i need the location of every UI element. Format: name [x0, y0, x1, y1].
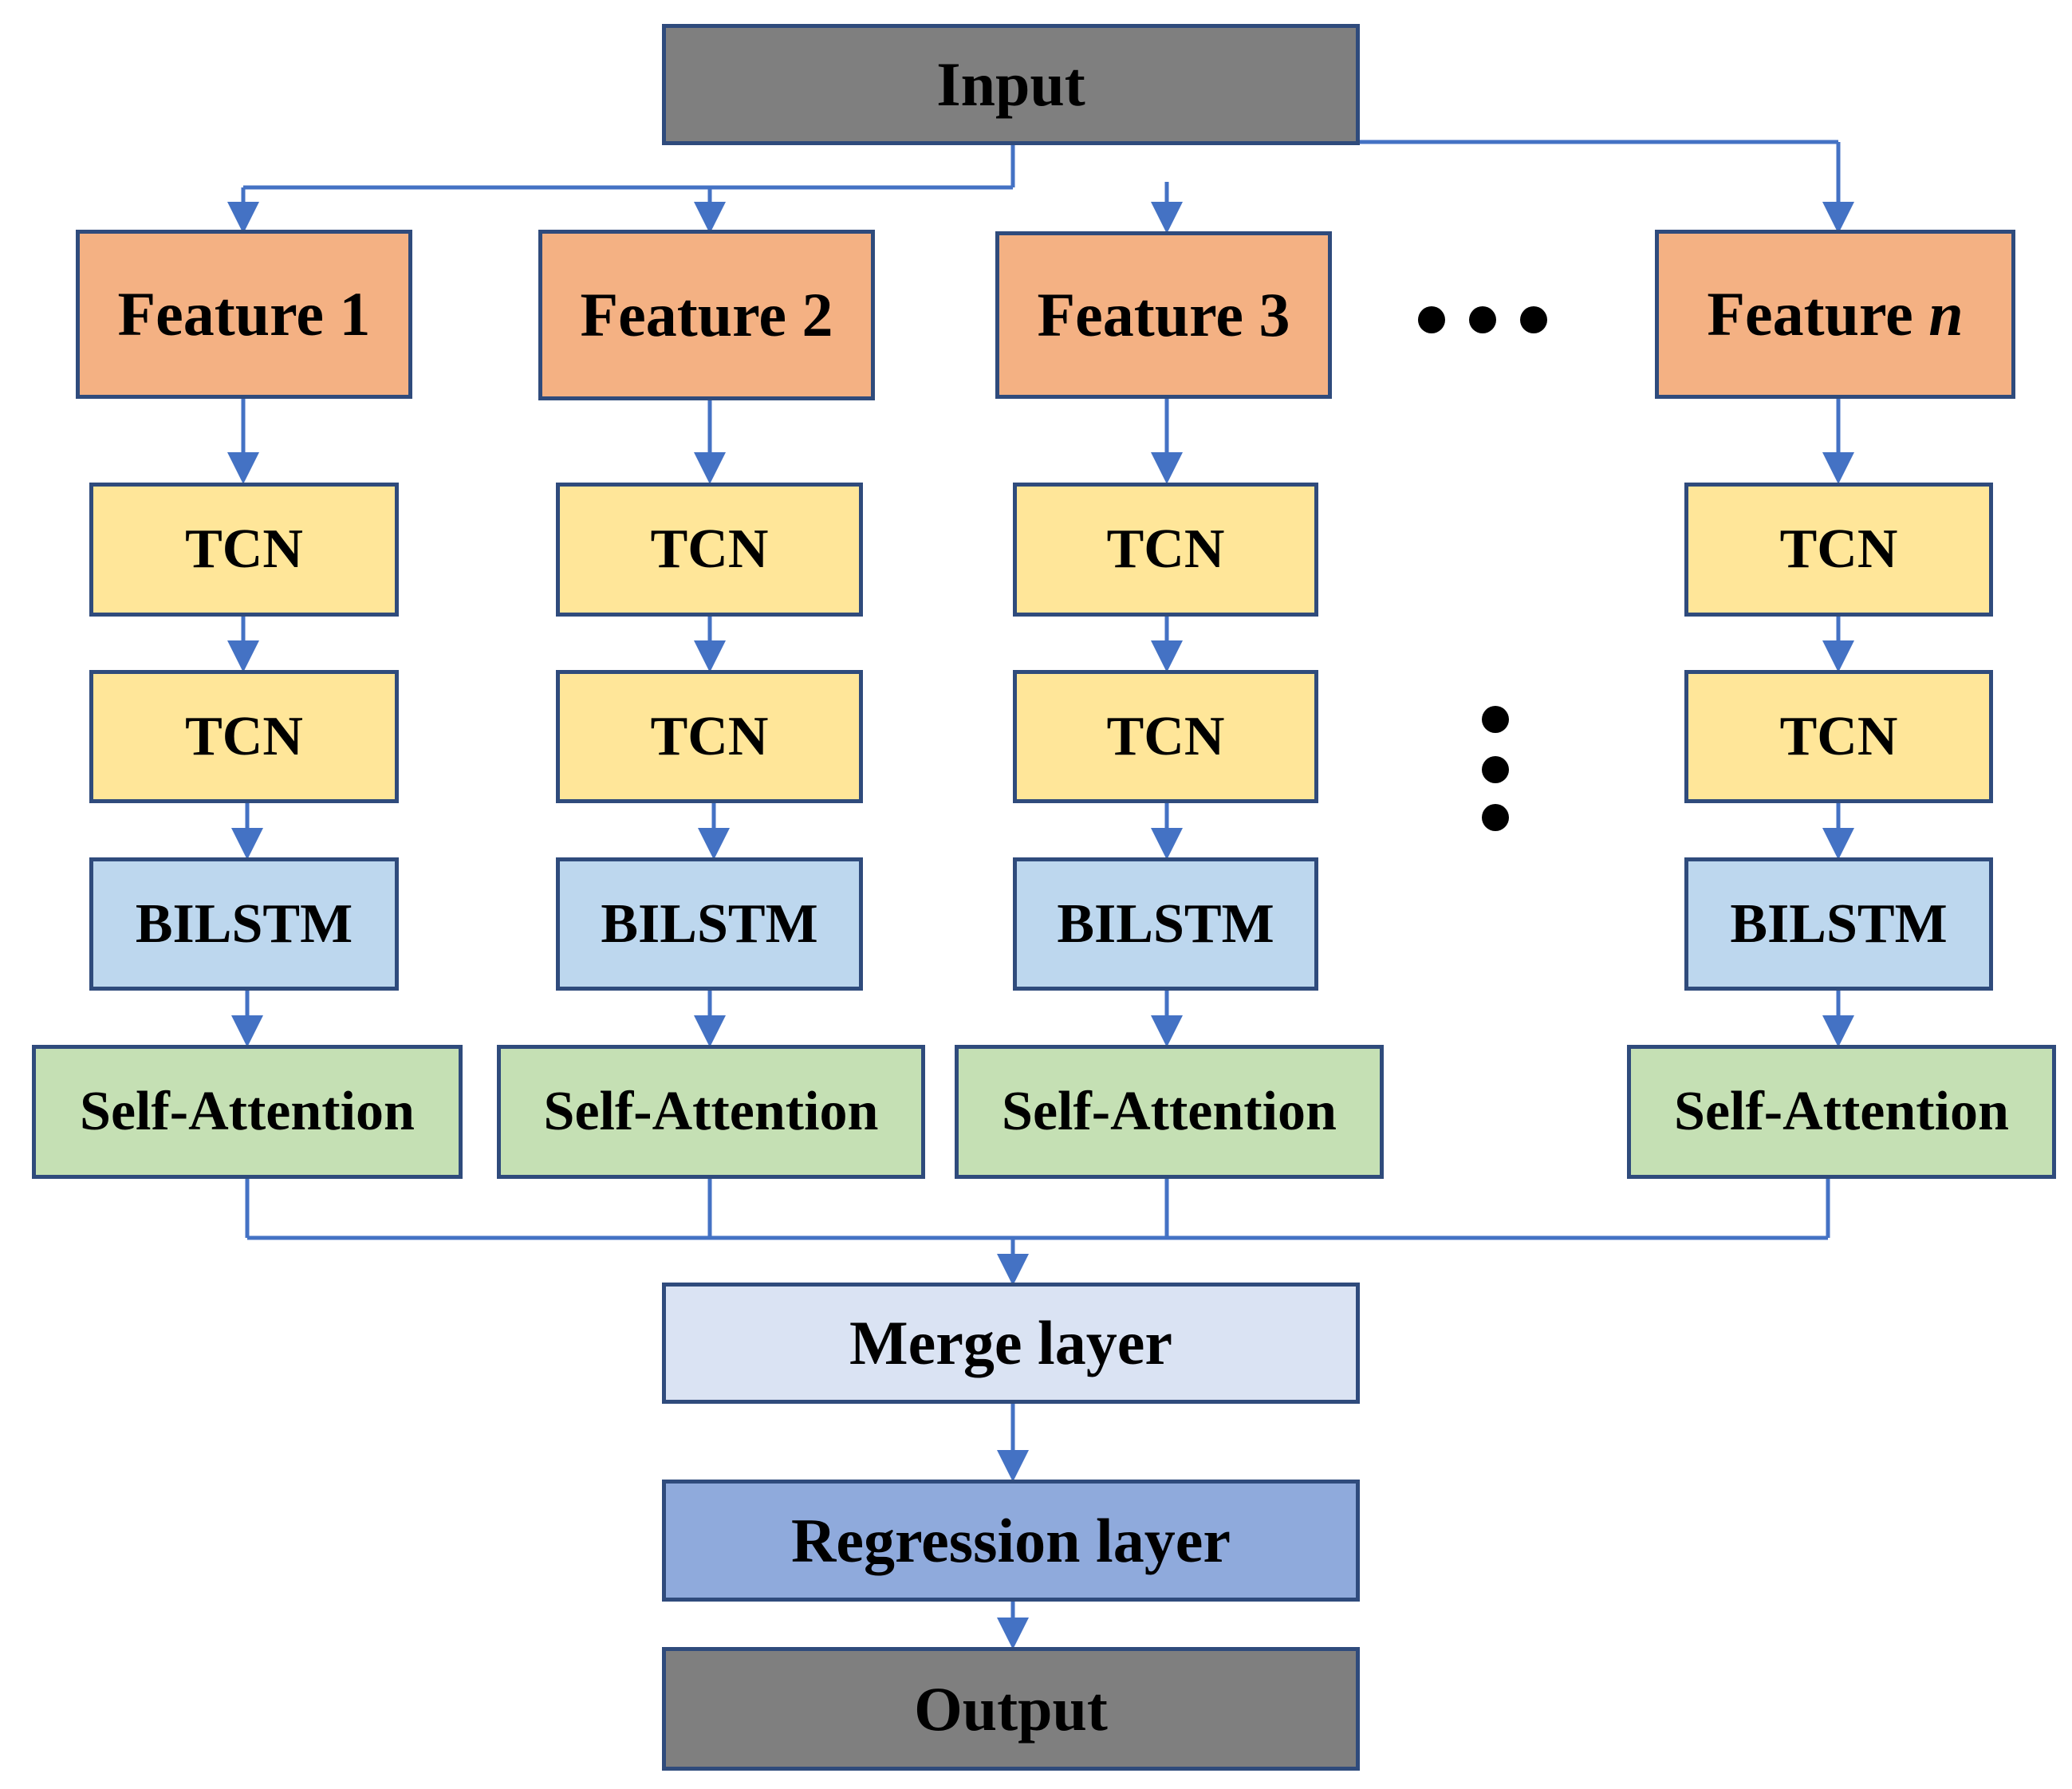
tcn-label: TCN [185, 705, 303, 767]
output-box: Output [662, 1647, 1360, 1771]
merge-layer-box: Merge layer [662, 1283, 1360, 1404]
self-attention-label: Self-Attention [543, 1081, 879, 1142]
self-attention-2-box: Self-Attention [497, 1045, 925, 1179]
feature-2-label: Feature 2 [580, 280, 833, 349]
tcn-label: TCN [1106, 705, 1225, 767]
bilstm-1-box: BILSTM [89, 857, 399, 991]
tcn-label: TCN [1106, 518, 1225, 580]
tcn-label: TCN [1779, 518, 1898, 580]
self-attention-label: Self-Attention [1002, 1081, 1337, 1142]
bilstm-label: BILSTM [1057, 893, 1274, 955]
tcn-na-box: TCN [1684, 483, 1993, 617]
self-attention-label: Self-Attention [80, 1081, 415, 1142]
merge-layer-label: Merge layer [849, 1308, 1172, 1377]
bilstm-label: BILSTM [601, 893, 818, 955]
feature-n-label: Feature n [1707, 279, 1964, 349]
self-attention-label: Self-Attention [1674, 1081, 2009, 1142]
ellipsis-vertical-dot-1 [1482, 706, 1509, 733]
bilstm-label: BILSTM [1730, 893, 1948, 955]
bilstm-label: BILSTM [135, 893, 353, 955]
tcn-3a-box: TCN [1013, 483, 1318, 617]
regression-layer-box: Regression layer [662, 1480, 1360, 1602]
self-attention-n-box: Self-Attention [1627, 1045, 2056, 1179]
input-box: Input [662, 24, 1360, 145]
self-attention-3-box: Self-Attention [955, 1045, 1384, 1179]
input-label: Input [936, 49, 1085, 119]
ellipsis-horizontal-dot-1 [1418, 306, 1445, 333]
feature-2-box: Feature 2 [538, 230, 875, 400]
feature-3-label: Feature 3 [1037, 280, 1290, 349]
feature-3-box: Feature 3 [995, 231, 1332, 399]
tcn-1b-box: TCN [89, 670, 399, 803]
ellipsis-vertical-dot-3 [1482, 804, 1509, 831]
feature-1-box: Feature 1 [76, 230, 412, 399]
ellipsis-vertical-dot-2 [1482, 756, 1509, 783]
output-label: Output [914, 1673, 1108, 1744]
tcn-label: TCN [650, 705, 769, 767]
feature-1-label: Feature 1 [117, 279, 371, 349]
tcn-1a-box: TCN [89, 483, 399, 617]
regression-layer-label: Regression layer [791, 1505, 1231, 1575]
feature-n-box: Feature n [1655, 230, 2015, 399]
self-attention-1-box: Self-Attention [32, 1045, 463, 1179]
tcn-2b-box: TCN [556, 670, 863, 803]
tcn-label: TCN [650, 518, 769, 580]
tcn-2a-box: TCN [556, 483, 863, 617]
ellipsis-horizontal-dot-2 [1469, 306, 1496, 333]
bilstm-3-box: BILSTM [1013, 857, 1318, 991]
tcn-label: TCN [1779, 705, 1898, 767]
tcn-label: TCN [185, 518, 303, 580]
tcn-3b-box: TCN [1013, 670, 1318, 803]
ellipsis-horizontal-dot-3 [1520, 306, 1547, 333]
bilstm-n-box: BILSTM [1684, 857, 1993, 991]
tcn-nb-box: TCN [1684, 670, 1993, 803]
bilstm-2-box: BILSTM [556, 857, 863, 991]
